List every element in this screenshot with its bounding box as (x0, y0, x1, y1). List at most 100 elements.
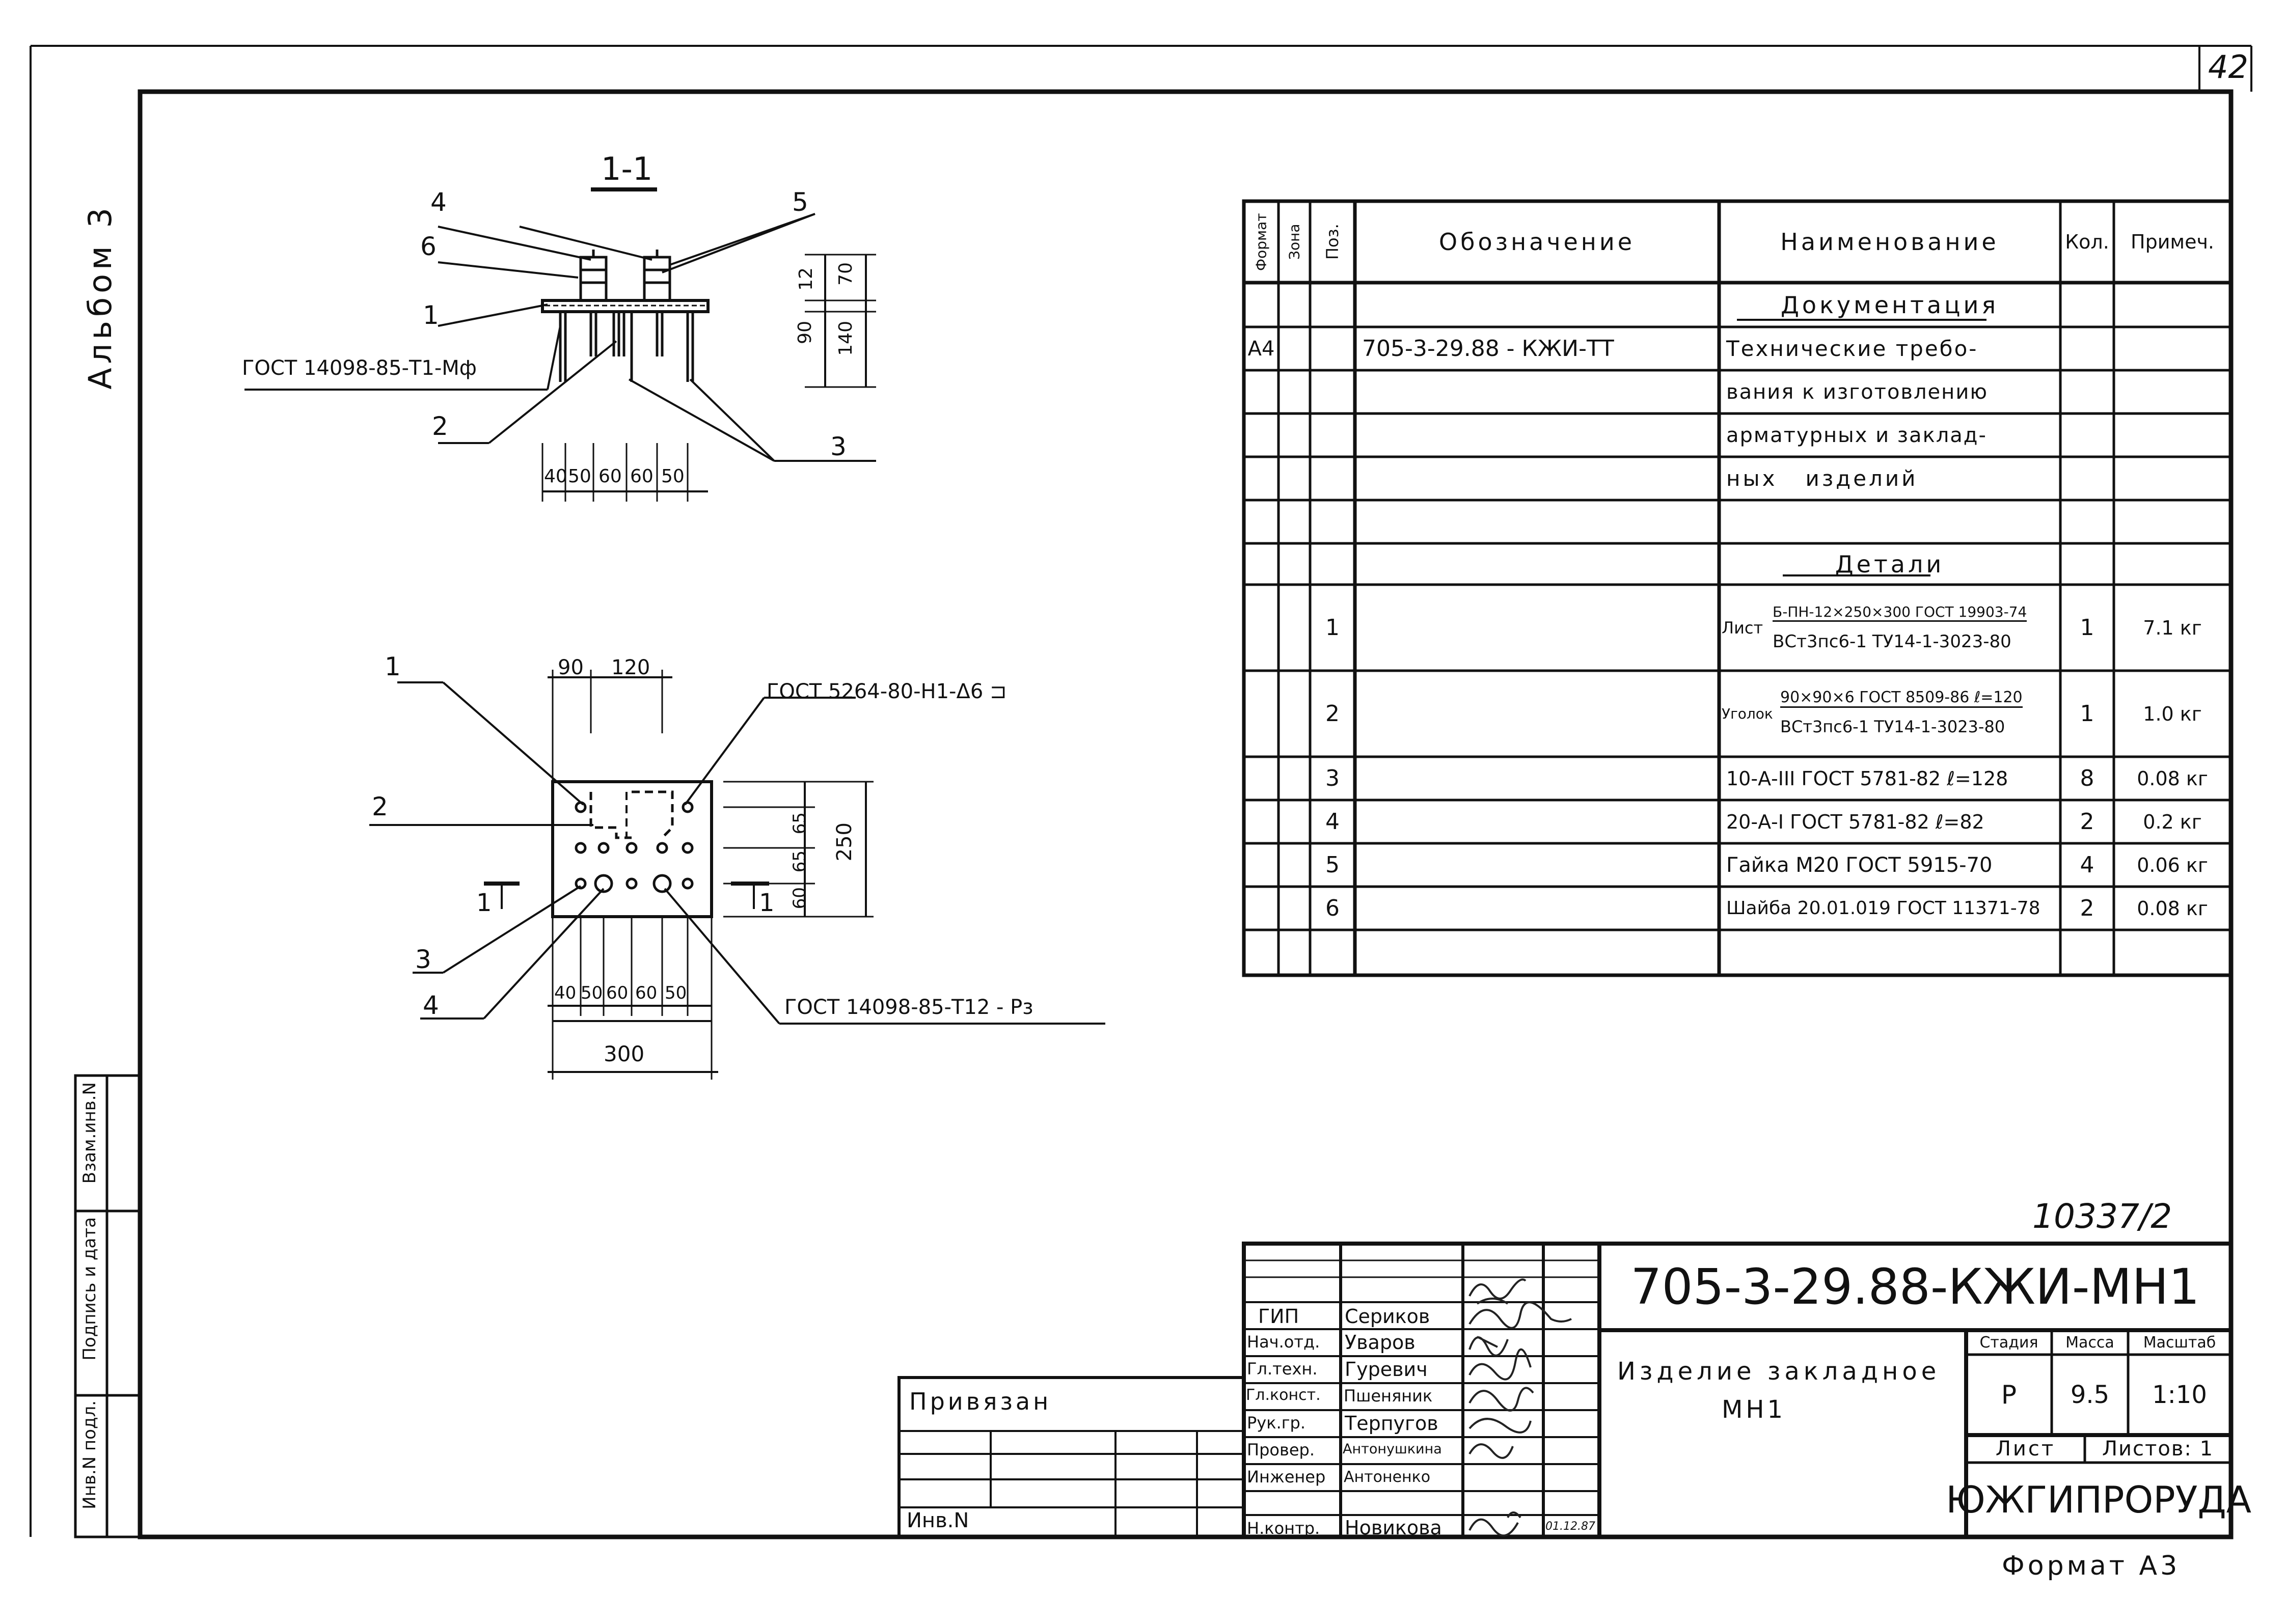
spec-row-5-qty: 4 (2080, 852, 2094, 878)
plan-dim-65b: 65 (790, 850, 810, 873)
spec-row-2-note: 1.0 кг (2143, 702, 2202, 725)
album-label: Альбом 3 (81, 204, 119, 390)
plan-section-mark-right: 1 (759, 889, 775, 917)
spec-row-1-prefix: Лист (1722, 618, 1763, 638)
spec-header-name: Наименование (1780, 228, 1999, 256)
strip-vzam-inv: Взам.инв.N (79, 1082, 100, 1184)
spec-header-zone: Зона (1286, 224, 1303, 260)
plan-gost-top: ГОСТ 5264-80-Н1-Δ6 ⊐ (767, 680, 1007, 703)
spec-row-4-pos: 4 (1325, 809, 1340, 835)
plan-dim-b50a: 50 (581, 983, 603, 1003)
name-prover: Антонушкина (1343, 1441, 1442, 1457)
spec-doc-name-2: вания к изготовлению (1726, 380, 1988, 404)
sheet-number: 42 (2208, 48, 2248, 86)
sheet-label: Лист (1995, 1437, 2056, 1461)
plan-leader-3: 3 (415, 945, 431, 974)
section-leader-6: 6 (420, 232, 437, 261)
spec-row-3-qty: 8 (2080, 765, 2094, 791)
plan-dim-b40: 40 (554, 983, 577, 1003)
section-dim-40: 40 (544, 466, 567, 487)
role-n-kontr: Н.контр. (1247, 1519, 1320, 1538)
section-leader-1: 1 (423, 300, 439, 330)
spec-row-3-text: 10-А-III ГОСТ 5781-82 ℓ=128 (1726, 767, 2008, 790)
section-leader-4: 4 (430, 187, 447, 217)
plan-dim-b60a: 60 (606, 983, 629, 1003)
scale-value: 1:10 (2152, 1381, 2207, 1409)
section-dim-12: 12 (796, 267, 817, 291)
spec-header-designation: Обозначение (1438, 228, 1636, 256)
name-inzhener: Антоненко (1344, 1468, 1431, 1486)
plan-dim-65a: 65 (790, 812, 810, 835)
plan-leader-1: 1 (385, 652, 401, 681)
spec-row-2-line1: 90×90×6 ГОСТ 8509-86 ℓ=120 (1780, 689, 2023, 708)
section-leader-2: 2 (432, 411, 448, 441)
section-dim-70: 70 (835, 262, 856, 286)
spec-row-3-pos: 3 (1325, 765, 1340, 791)
scale-label: Масштаб (2143, 1333, 2216, 1352)
strip-inv-podl: Инв.N подл. (79, 1400, 100, 1509)
section-dim-90: 90 (795, 321, 815, 344)
stage-label: Стадия (1979, 1333, 2038, 1352)
plan-dim-b60b: 60 (635, 983, 658, 1003)
plan-dim-250: 250 (833, 822, 856, 862)
sheets-count: Листов: 1 (2102, 1437, 2214, 1461)
archive-number: 10337/2 (2032, 1197, 2172, 1236)
spec-row-4-note: 0.2 кг (2143, 810, 2202, 833)
spec-doc-format: А4 (1247, 337, 1275, 361)
spec-section-details: Детали (1835, 550, 1945, 578)
plan-leader-2: 2 (372, 792, 388, 821)
spec-row-6-pos: 6 (1325, 895, 1340, 921)
mass-value: 9.5 (2070, 1381, 2110, 1409)
spec-row-1-note: 7.1 кг (2143, 616, 2202, 639)
mass-label: Масса (2065, 1333, 2114, 1352)
spec-row-1-qty: 1 (2080, 615, 2094, 641)
spec-row-2-pos: 2 (1325, 701, 1340, 727)
spec-row-5-text: Гайка М20 ГОСТ 5915-70 (1726, 853, 1993, 877)
section-dim-50a: 50 (568, 466, 591, 487)
spec-row-2-qty: 1 (2080, 701, 2094, 727)
spec-row-5-pos: 5 (1325, 852, 1340, 878)
inv-label: Инв.N (907, 1509, 969, 1532)
spec-header-qty: Кол. (2065, 231, 2109, 253)
plan-leader-4: 4 (423, 990, 439, 1020)
plan-dim-b50b: 50 (665, 983, 687, 1003)
spec-row-6-note: 0.08 кг (2137, 897, 2208, 920)
section-leader-3: 3 (830, 432, 847, 461)
role-nach-otd: Нач.отд. (1247, 1332, 1320, 1352)
section-leader-5: 5 (792, 187, 808, 217)
name-gip: Сериков (1345, 1305, 1430, 1328)
role-ruk-gr: Рук.гр. (1247, 1413, 1306, 1433)
spec-header-format: Формат (1253, 213, 1270, 271)
section-title: 1-1 (601, 150, 653, 187)
plan-dim-60: 60 (790, 887, 810, 910)
spec-row-6-text: Шайба 20.01.019 ГОСТ 11371-78 (1726, 898, 2040, 919)
section-dim-50b: 50 (661, 466, 685, 487)
spec-row-1-line1: Б-ПН-12×250×300 ГОСТ 19903-74 (1773, 603, 2027, 622)
spec-doc-designation: 705-3-29.88 - КЖИ-ТТ (1362, 336, 1614, 362)
spec-row-4-qty: 2 (2080, 809, 2094, 835)
bound-label: Привязан (909, 1388, 1052, 1415)
section-dim-60a: 60 (598, 466, 622, 487)
title-line-2: МН1 (1722, 1395, 1786, 1424)
name-gl-konst: Пшеняник (1344, 1386, 1433, 1406)
spec-row-2-prefix: Уголок (1722, 705, 1773, 722)
spec-header-pos: Поз. (1323, 224, 1342, 260)
spec-header-note: Примеч. (2131, 231, 2214, 253)
spec-row-5-note: 0.06 кг (2137, 854, 2208, 876)
strip-sign-date: Подпись и дата (79, 1217, 100, 1361)
spec-row-1-line2: ВСт3пс6-1 ТУ14-1-3023-80 (1773, 631, 2011, 652)
plan-dim-120: 120 (611, 656, 650, 679)
spec-section-docs: Документация (1780, 291, 1999, 319)
role-gl-konst: Гл.конст. (1246, 1386, 1321, 1404)
role-gip: ГИП (1258, 1305, 1299, 1328)
spec-row-4-text: 20-А-I ГОСТ 5781-82 ℓ=82 (1726, 810, 1984, 833)
section-gost-weld: ГОСТ 14098-85-Т1-Мф (242, 356, 477, 380)
role-prover: Провер. (1247, 1440, 1315, 1460)
name-ruk-gr: Терпугов (1345, 1412, 1438, 1435)
section-dim-60b: 60 (630, 466, 654, 487)
spec-doc-name-1: Технические требо- (1726, 336, 1978, 361)
plan-dim-300: 300 (604, 1041, 645, 1066)
name-gl-tehn: Гуревич (1345, 1358, 1428, 1381)
spec-row-2-line2: ВСт3пс6-1 ТУ14-1-3023-80 (1780, 717, 2005, 736)
spec-row-1-pos: 1 (1325, 615, 1340, 641)
